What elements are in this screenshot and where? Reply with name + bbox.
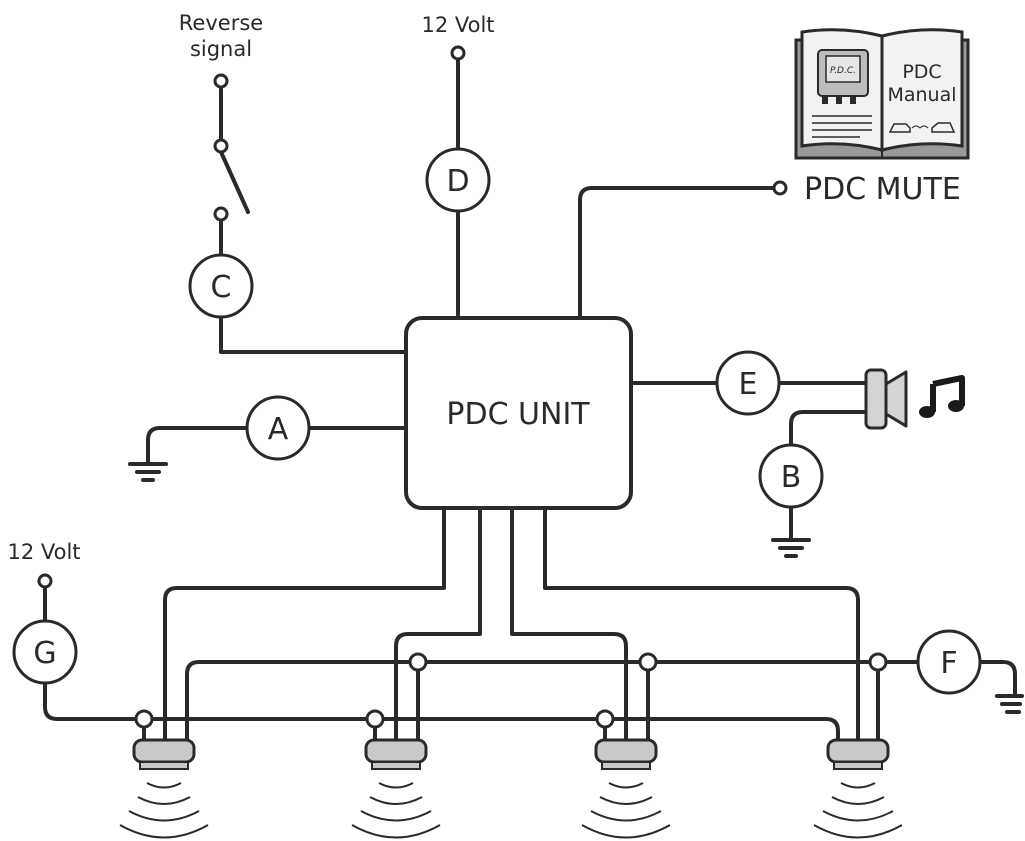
bus-junction	[595, 709, 615, 729]
bus-junction	[408, 652, 428, 672]
component-e-label: E	[739, 367, 758, 402]
volt-top-label: 12 Volt	[421, 13, 494, 37]
switch-terminal-top	[213, 138, 229, 154]
volt-left-terminal	[37, 573, 53, 589]
component-a-label: A	[268, 412, 289, 447]
component-f: F	[916, 629, 982, 695]
speaker-icon	[864, 368, 908, 430]
bus-junction	[365, 709, 385, 729]
volt-top-terminal	[450, 45, 466, 61]
pdc-unit-label: PDC UNIT	[446, 397, 590, 432]
component-b-label: B	[781, 460, 802, 495]
manual-title-line2: Manual	[887, 84, 956, 106]
switch-terminal-bottom	[213, 206, 229, 222]
manual-book-icon: P.D.C. PDC Manual	[794, 28, 970, 160]
component-c: C	[188, 253, 254, 319]
component-b: B	[758, 443, 824, 509]
pdc-mute-label: PDC MUTE	[804, 172, 961, 207]
volt-left-label: 12 Volt	[7, 540, 80, 564]
component-g: G	[12, 619, 78, 685]
music-note-icon	[919, 375, 965, 418]
pdc-unit: PDC UNIT	[404, 316, 633, 510]
mute-terminal	[772, 180, 788, 196]
manual-device-label: P.D.C.	[830, 66, 856, 76]
ground-icon	[771, 538, 811, 558]
bus-junction	[638, 652, 658, 672]
component-g-label: G	[33, 636, 56, 671]
ground-icon	[128, 462, 168, 482]
component-e: E	[715, 350, 781, 416]
wires	[43, 58, 1017, 742]
ground-icon	[995, 694, 1024, 714]
parking-sensor-icon	[813, 738, 903, 839]
component-c-label: C	[211, 270, 232, 305]
component-d: D	[425, 147, 491, 213]
parking-sensor-icon	[351, 738, 441, 839]
parking-sensor-icon	[119, 738, 209, 839]
bus-junction	[134, 709, 154, 729]
reverse-terminal	[213, 73, 229, 89]
manual-title-line1: PDC	[902, 61, 941, 83]
pdc-device-icon: P.D.C.	[817, 49, 869, 104]
component-d-label: D	[446, 164, 469, 199]
parking-sensor-icon	[581, 738, 671, 839]
terminals	[37, 45, 888, 729]
reverse-signal-label-line1: Reverse	[179, 11, 263, 35]
component-a: A	[245, 395, 311, 461]
car-icon	[888, 122, 956, 133]
component-f-label: F	[940, 646, 957, 681]
reverse-signal-label-line2: signal	[190, 37, 252, 61]
bus-junction	[868, 652, 888, 672]
